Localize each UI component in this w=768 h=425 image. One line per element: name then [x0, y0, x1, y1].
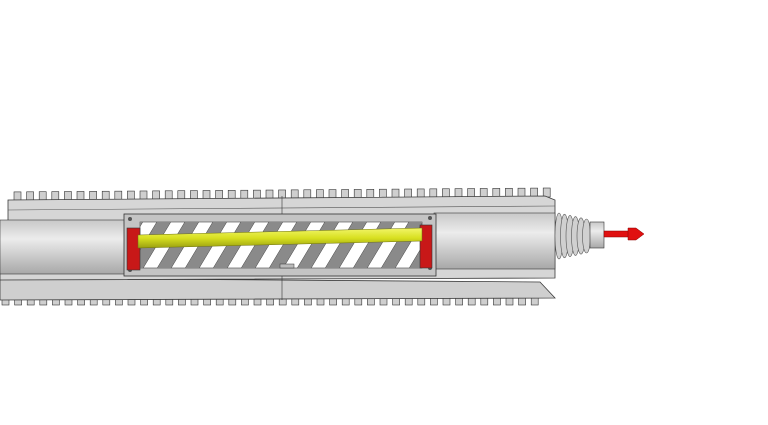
threaded-nozzle — [554, 212, 591, 260]
right-cylinder — [433, 212, 556, 270]
slot — [279, 263, 295, 269]
red-pin-arrow — [603, 227, 645, 241]
lower-rail — [0, 277, 556, 301]
right-end-block — [419, 224, 433, 269]
thread-ring — [582, 218, 591, 254]
top-rail-teeth — [13, 187, 551, 202]
spiral-flight — [408, 246, 422, 268]
left-end-block — [126, 227, 141, 271]
nozzle-collar — [589, 221, 605, 249]
left-cylinder — [0, 219, 127, 275]
yellow-rod — [137, 227, 423, 249]
spiral-flight — [140, 222, 144, 228]
